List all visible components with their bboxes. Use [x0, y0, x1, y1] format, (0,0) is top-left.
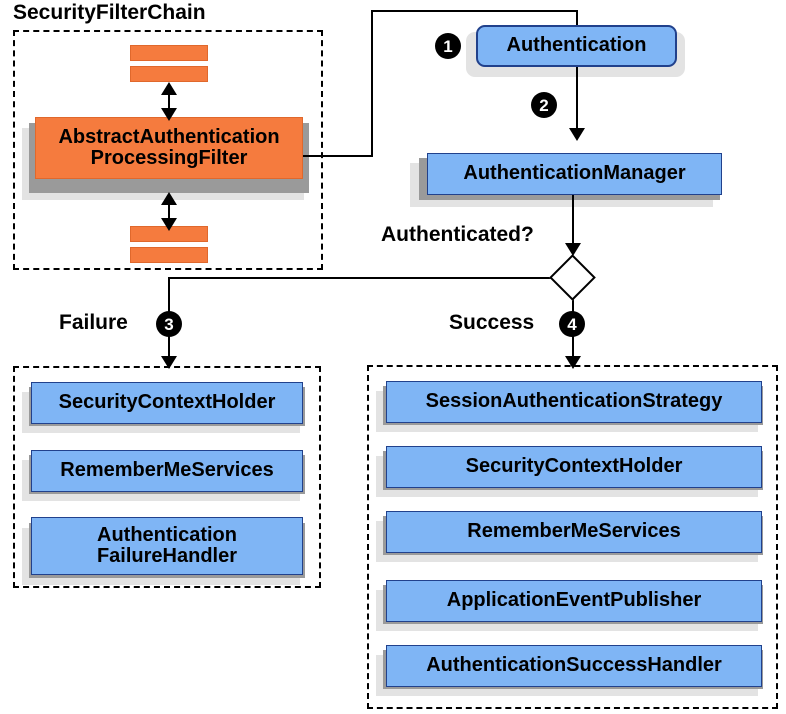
- node-success-session-authentication-strategy[interactable]: SessionAuthenticationStrategy: [386, 381, 762, 423]
- badge-step-2: 2: [531, 92, 557, 118]
- node-label: RememberMeServices: [60, 459, 274, 482]
- node-label: AuthenticationSuccessHandler: [426, 654, 722, 677]
- badge-step-3: 3: [156, 311, 182, 337]
- node-label-line-1: AbstractAuthentication: [58, 125, 280, 148]
- label-failure: Failure: [59, 311, 128, 334]
- node-label: SessionAuthenticationStrategy: [425, 390, 723, 413]
- connector-filter-to-auth-h1: [303, 155, 373, 157]
- decision-diamond-authenticated[interactable]: [549, 254, 596, 301]
- node-label: RememberMeServices: [467, 520, 681, 543]
- node-label: ApplicationEventPublisher: [446, 589, 702, 612]
- node-label: AuthenticationManager: [463, 162, 686, 185]
- connector-filter-to-auth-h2: [371, 10, 578, 12]
- node-authentication-manager[interactable]: AuthenticationManager: [427, 153, 722, 195]
- arrow-up-filter-top: [161, 82, 177, 95]
- connector-auth-to-manager: [576, 67, 578, 135]
- filter-bar-bottom-2: [130, 247, 208, 263]
- arrow-down-filter-bottom: [161, 218, 177, 231]
- node-label: SecurityContextHolder: [465, 455, 683, 478]
- node-success-security-context-holder[interactable]: SecurityContextHolder: [386, 446, 762, 488]
- node-success-application-event-publisher[interactable]: ApplicationEventPublisher: [386, 580, 762, 622]
- connector-filter-to-auth-v: [371, 10, 373, 157]
- connector-filter-top: [168, 88, 170, 115]
- node-label: Authentication: [506, 34, 647, 57]
- node-success-authentication-success-handler[interactable]: AuthenticationSuccessHandler: [386, 645, 762, 687]
- arrow-down-failure: [161, 356, 177, 369]
- node-failure-authentication-failure-handler[interactable]: Authentication FailureHandler: [31, 517, 303, 575]
- node-failure-remember-me-services[interactable]: RememberMeServices: [31, 450, 303, 492]
- node-authentication[interactable]: Authentication: [476, 25, 677, 67]
- group-title-security-filter-chain: SecurityFilterChain: [13, 1, 206, 24]
- arrow-down-filter-top: [161, 108, 177, 121]
- arrow-down-manager-to-decision: [565, 243, 581, 256]
- node-success-remember-me-services[interactable]: RememberMeServices: [386, 511, 762, 553]
- filter-bar-top-2: [130, 66, 208, 82]
- connector-decision-to-failure-h: [168, 277, 556, 279]
- label-success: Success: [449, 311, 535, 334]
- connector-filter-bottom: [168, 198, 170, 225]
- badge-step-1: 1: [435, 33, 461, 59]
- node-label-line-1: Authentication: [97, 523, 237, 546]
- node-label: SecurityContextHolder: [58, 391, 276, 414]
- connector-filter-to-auth-drop: [576, 10, 578, 28]
- node-failure-security-context-holder[interactable]: SecurityContextHolder: [31, 382, 303, 424]
- arrow-up-filter-bottom: [161, 192, 177, 205]
- node-abstract-authentication-processing-filter[interactable]: AbstractAuthentication ProcessingFilter: [35, 117, 303, 179]
- connector-manager-to-decision: [572, 195, 574, 247]
- arrow-down-auth-to-manager: [569, 128, 585, 141]
- label-authenticated-question: Authenticated?: [381, 223, 534, 246]
- node-label-line-2: ProcessingFilter: [90, 147, 248, 169]
- node-label-line-2: FailureHandler: [96, 545, 238, 567]
- group-security-filter-chain: [13, 30, 323, 270]
- badge-step-4: 4: [559, 311, 585, 337]
- filter-bar-top-1: [130, 45, 208, 61]
- arrow-down-success: [565, 356, 581, 369]
